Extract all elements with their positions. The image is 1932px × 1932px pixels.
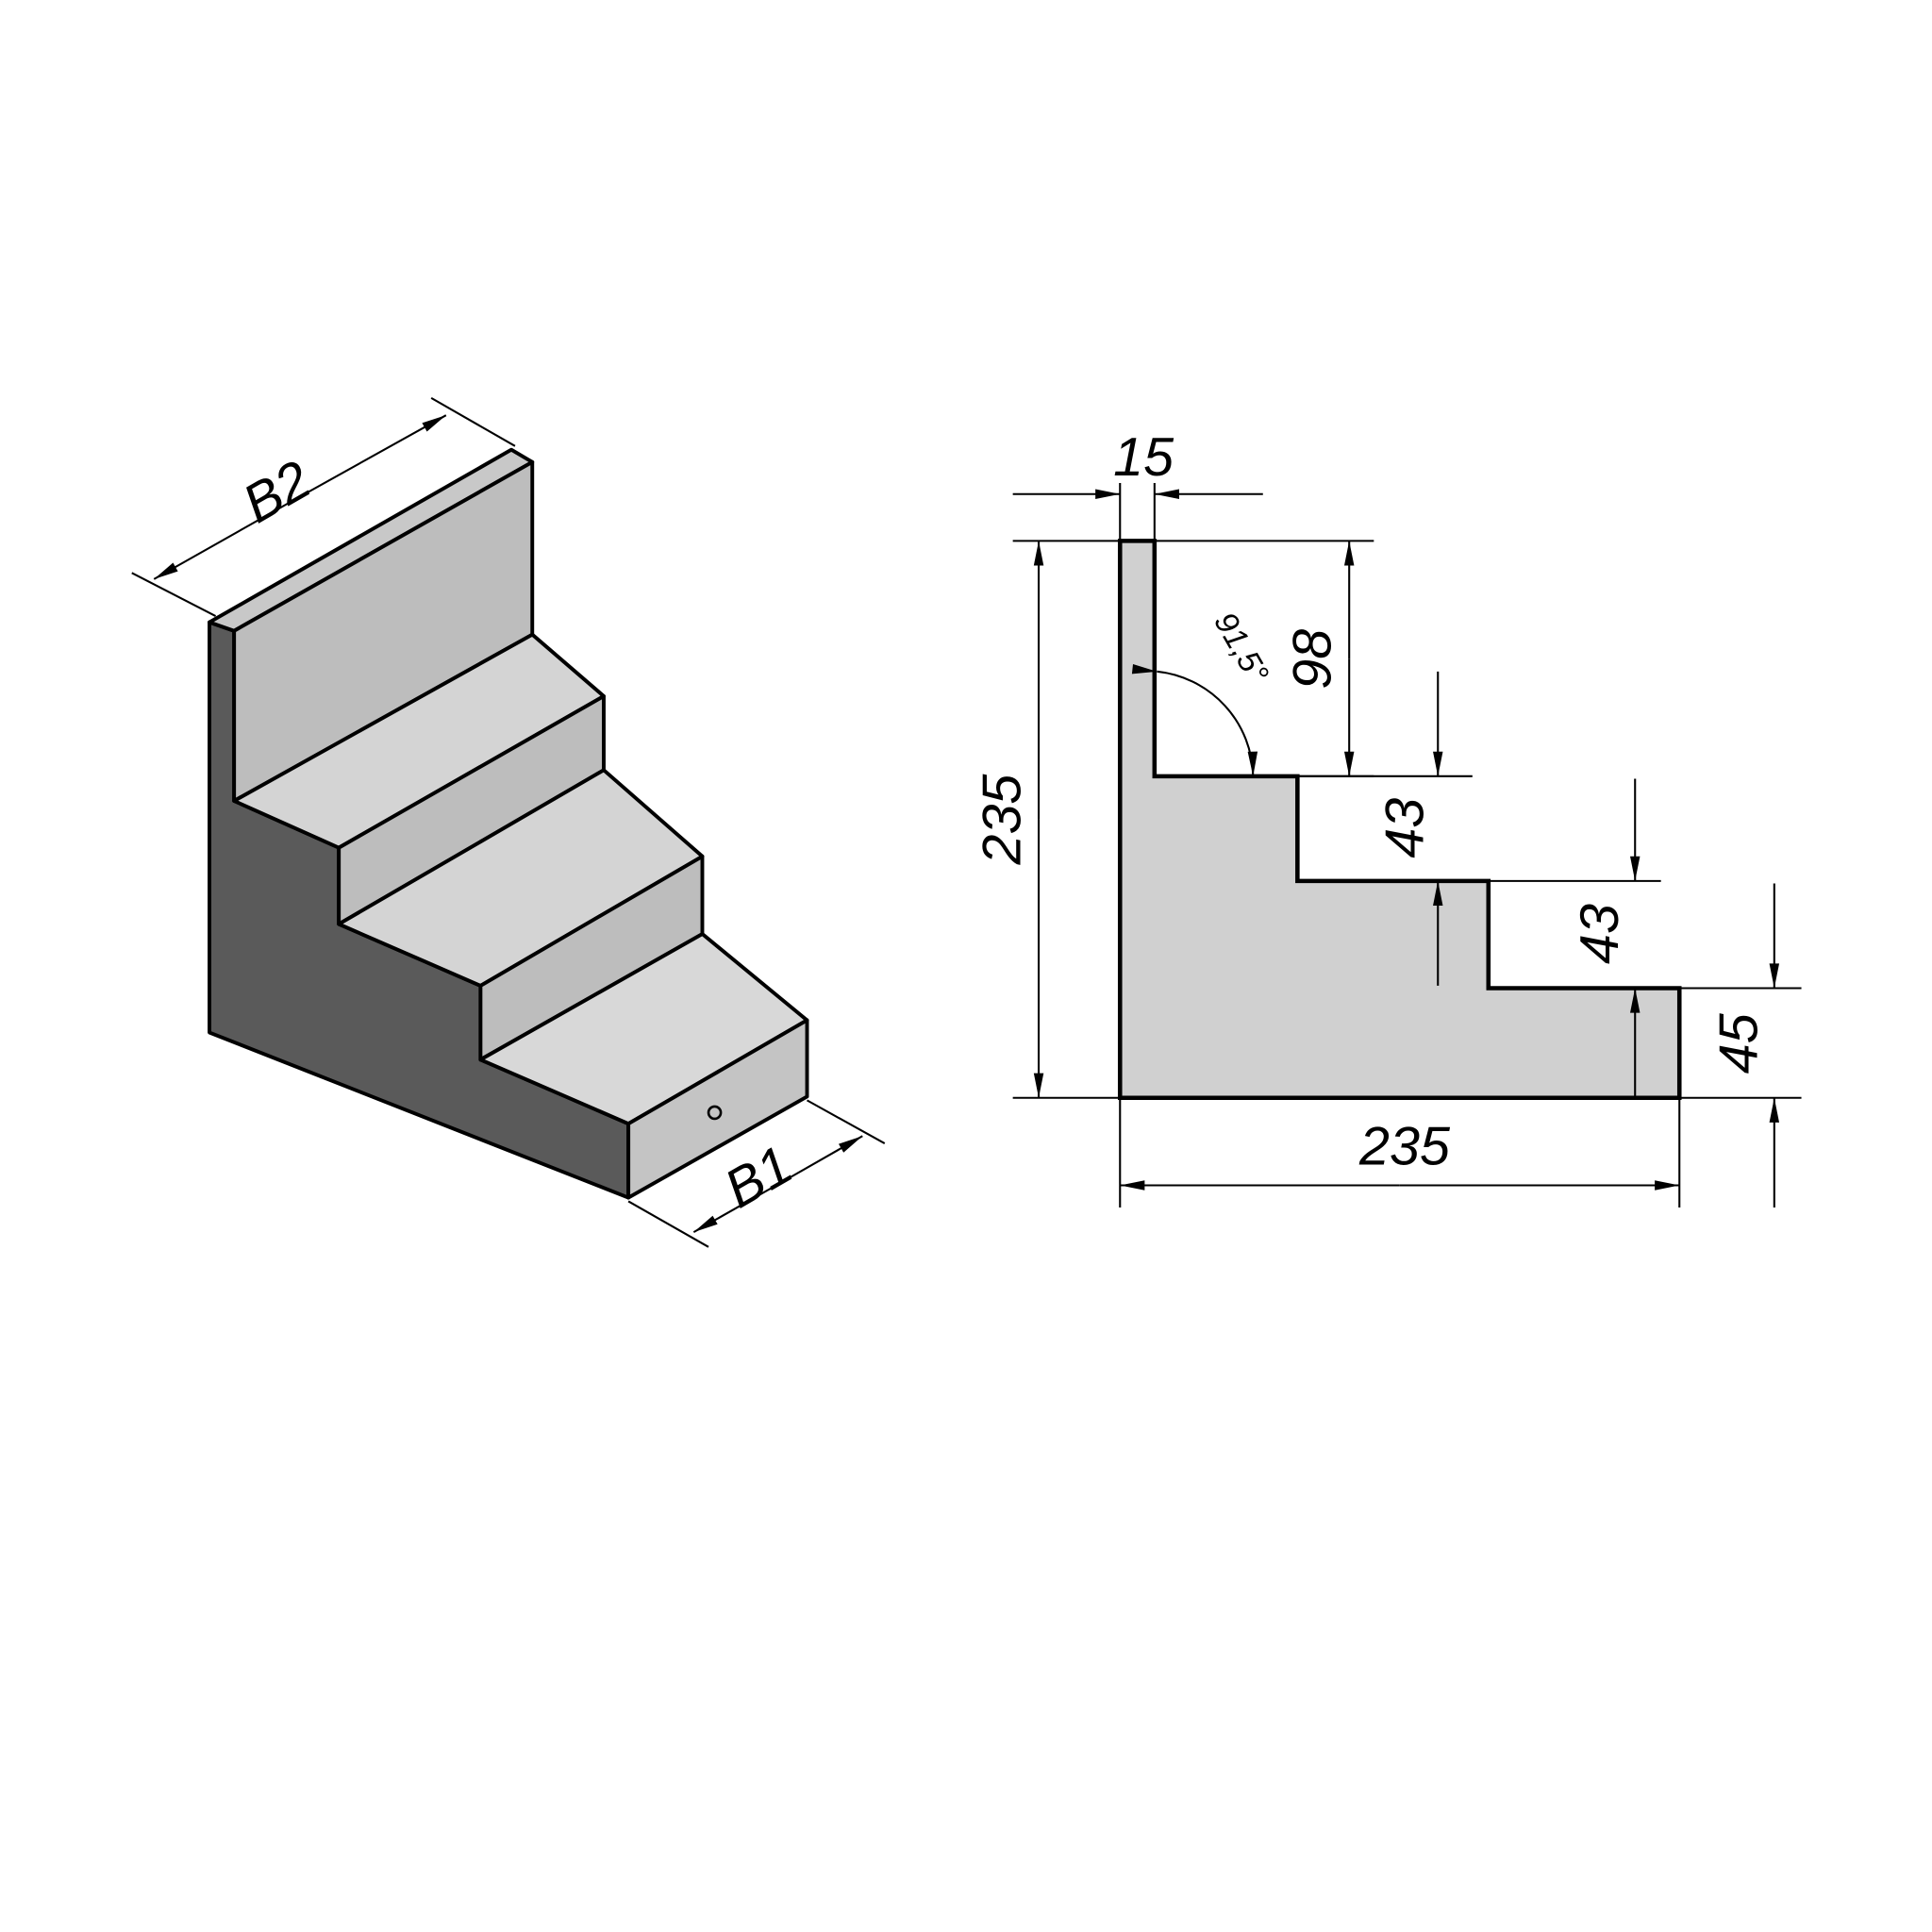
label-top-riser: 98 xyxy=(1283,629,1343,690)
label-bottom-step: 45 xyxy=(1709,1012,1770,1074)
label-b1: B1 xyxy=(715,1135,803,1221)
section-view: 15 235 98 91,5° 43 xyxy=(972,427,1802,1208)
label-top-thickness: 15 xyxy=(1113,427,1174,488)
label-step-height-2: 43 xyxy=(1570,904,1630,964)
label-total-width: 235 xyxy=(1358,1116,1451,1176)
dimension-top-thickness: 15 xyxy=(1012,427,1263,541)
isometric-view: B2 B1 xyxy=(131,396,886,1248)
label-b2: B2 xyxy=(233,449,321,535)
front-face xyxy=(626,1018,809,1200)
anchor-hole-icon xyxy=(707,1105,723,1121)
label-step-height-1: 43 xyxy=(1375,798,1436,858)
dimension-step-height-2: 43 xyxy=(1488,778,1661,1097)
dimension-step-height-1: 43 xyxy=(1297,671,1473,986)
label-total-height: 235 xyxy=(972,774,1032,866)
label-angle: 91,5° xyxy=(1207,607,1275,690)
dimension-angle: 91,5° xyxy=(1131,607,1275,776)
dimension-top-riser: 98 xyxy=(1154,540,1374,777)
dimension-bottom-step: 45 xyxy=(1679,883,1802,1208)
dimension-total-width: 235 xyxy=(1119,991,1681,1208)
dimension-total-height: 235 xyxy=(972,540,1121,1099)
